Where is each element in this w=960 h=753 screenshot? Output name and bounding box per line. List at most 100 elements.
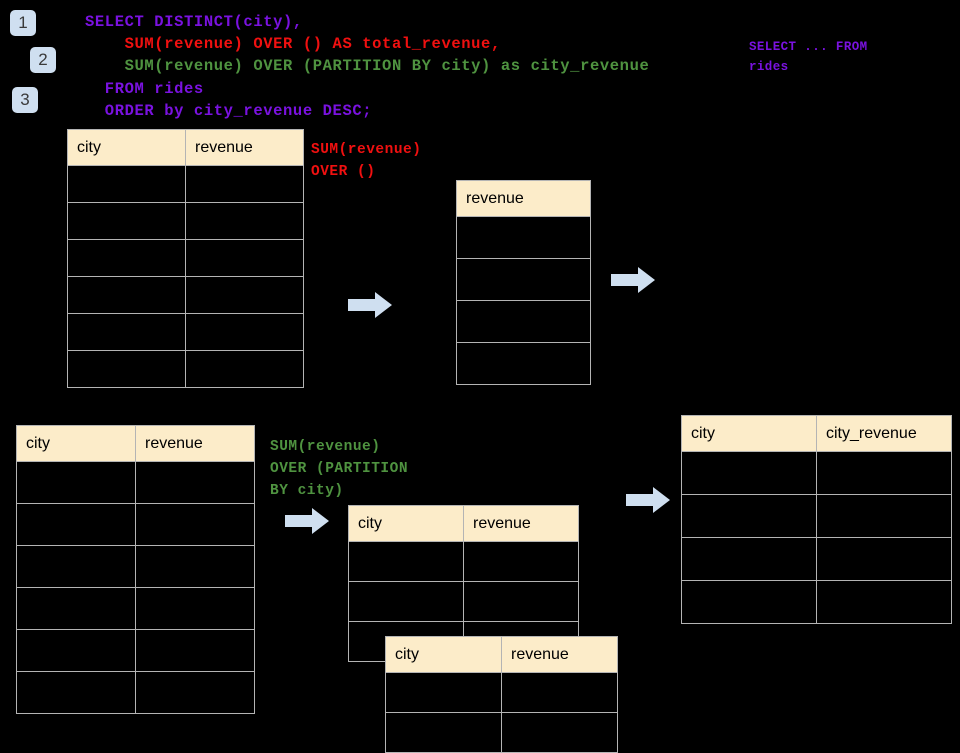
table-cell [185, 313, 304, 351]
table-cell [16, 461, 136, 504]
table-cell [16, 503, 136, 546]
column-header-city: city [385, 636, 502, 673]
table-header-row: city revenue [16, 425, 255, 462]
table-cell [681, 494, 817, 538]
table-cell [135, 671, 255, 714]
table-body [67, 165, 304, 388]
sql-line-sum-over-empty: SUM(revenue) OVER () AS total_revenue, [85, 35, 501, 53]
arrow-partition-to-result [626, 487, 670, 513]
table-cell [185, 350, 304, 388]
annotation-sum-over-partition: SUM(revenue) OVER (PARTITION BY city) [270, 439, 409, 499]
table-body [456, 216, 591, 385]
table-cell [135, 587, 255, 630]
table-cell [348, 581, 464, 622]
column-header-revenue: revenue [185, 129, 304, 166]
column-header-city: city [348, 505, 464, 542]
table-header-row: revenue [456, 180, 591, 217]
table-cell [185, 202, 304, 240]
table-cell [67, 276, 186, 314]
table-cell [501, 672, 618, 713]
table-body [16, 461, 255, 714]
table-cell [348, 541, 464, 582]
table-cell [135, 503, 255, 546]
table-row [681, 494, 952, 538]
table-row [16, 503, 255, 546]
table-cell [816, 537, 952, 581]
table-row [67, 276, 304, 314]
sql-line-sum-over-partition: SUM(revenue) OVER (PARTITION BY city) as… [85, 57, 650, 75]
column-header-revenue: revenue [463, 505, 579, 542]
table-cell [456, 216, 591, 259]
table-cell [67, 202, 186, 240]
table-row [16, 629, 255, 672]
arrow-total-to-result [611, 267, 655, 293]
table-row [16, 671, 255, 714]
table-cell [16, 629, 136, 672]
table-row [67, 202, 304, 240]
sql-line-select-distinct: SELECT DISTINCT(city), [85, 13, 303, 31]
table-row [456, 300, 591, 343]
arrow-source-to-total [348, 292, 392, 318]
table-row [16, 545, 255, 588]
table-body [681, 451, 952, 624]
table-cell [385, 712, 502, 753]
table-row [681, 537, 952, 581]
table-cell [681, 580, 817, 624]
table-row [16, 587, 255, 630]
table-row [681, 580, 952, 624]
column-header-city-revenue: city_revenue [816, 415, 952, 452]
sql-line-from-rides: FROM rides [85, 80, 204, 98]
table-header-row: city revenue [67, 129, 304, 166]
result-table: city city_revenue [681, 415, 952, 624]
diagram-canvas: 1 2 3 SELECT DISTINCT(city), SUM(revenue… [10, 10, 952, 753]
total-revenue-table: revenue [456, 180, 591, 385]
table-row [456, 216, 591, 259]
table-cell [67, 239, 186, 277]
table-row [16, 461, 255, 504]
table-cell [135, 461, 255, 504]
rides-source-table-partitioned: city revenue [16, 425, 255, 714]
arrow-source-to-partition [285, 508, 329, 534]
table-row [385, 672, 618, 713]
table-cell [456, 258, 591, 301]
table-cell [16, 671, 136, 714]
table-row [456, 258, 591, 301]
column-header-revenue: revenue [135, 425, 255, 462]
table-cell [135, 545, 255, 588]
table-row [681, 451, 952, 495]
column-header-revenue: revenue [501, 636, 618, 673]
table-header-row: city revenue [385, 636, 618, 673]
table-cell [681, 451, 817, 495]
table-cell [185, 276, 304, 314]
table-cell [816, 451, 952, 495]
table-row [456, 342, 591, 385]
annotation-select-from-rides: SELECT ... FROM rides [749, 40, 868, 74]
table-cell [681, 537, 817, 581]
table-cell [463, 581, 579, 622]
column-header-city: city [67, 129, 186, 166]
table-cell [67, 350, 186, 388]
table-row [67, 350, 304, 388]
table-cell [816, 494, 952, 538]
sql-line-order-by: ORDER by city_revenue DESC; [85, 102, 373, 120]
partition-group-table-front: city revenue [385, 636, 618, 753]
table-cell [816, 580, 952, 624]
table-cell [501, 712, 618, 753]
table-body [385, 672, 618, 753]
table-cell [16, 587, 136, 630]
column-header-city: city [681, 415, 817, 452]
table-row [385, 712, 618, 753]
table-cell [185, 165, 304, 203]
step-badge-3: 3 [12, 87, 38, 113]
table-cell [463, 541, 579, 582]
table-cell [456, 300, 591, 343]
table-row [67, 313, 304, 351]
annotation-sum-over-empty: SUM(revenue) OVER () [311, 142, 422, 180]
table-row [348, 581, 579, 622]
table-cell [67, 313, 186, 351]
rides-source-table: city revenue [67, 129, 304, 388]
table-cell [385, 672, 502, 713]
step-badge-2: 2 [30, 47, 56, 73]
table-header-row: city revenue [348, 505, 579, 542]
table-cell [16, 545, 136, 588]
